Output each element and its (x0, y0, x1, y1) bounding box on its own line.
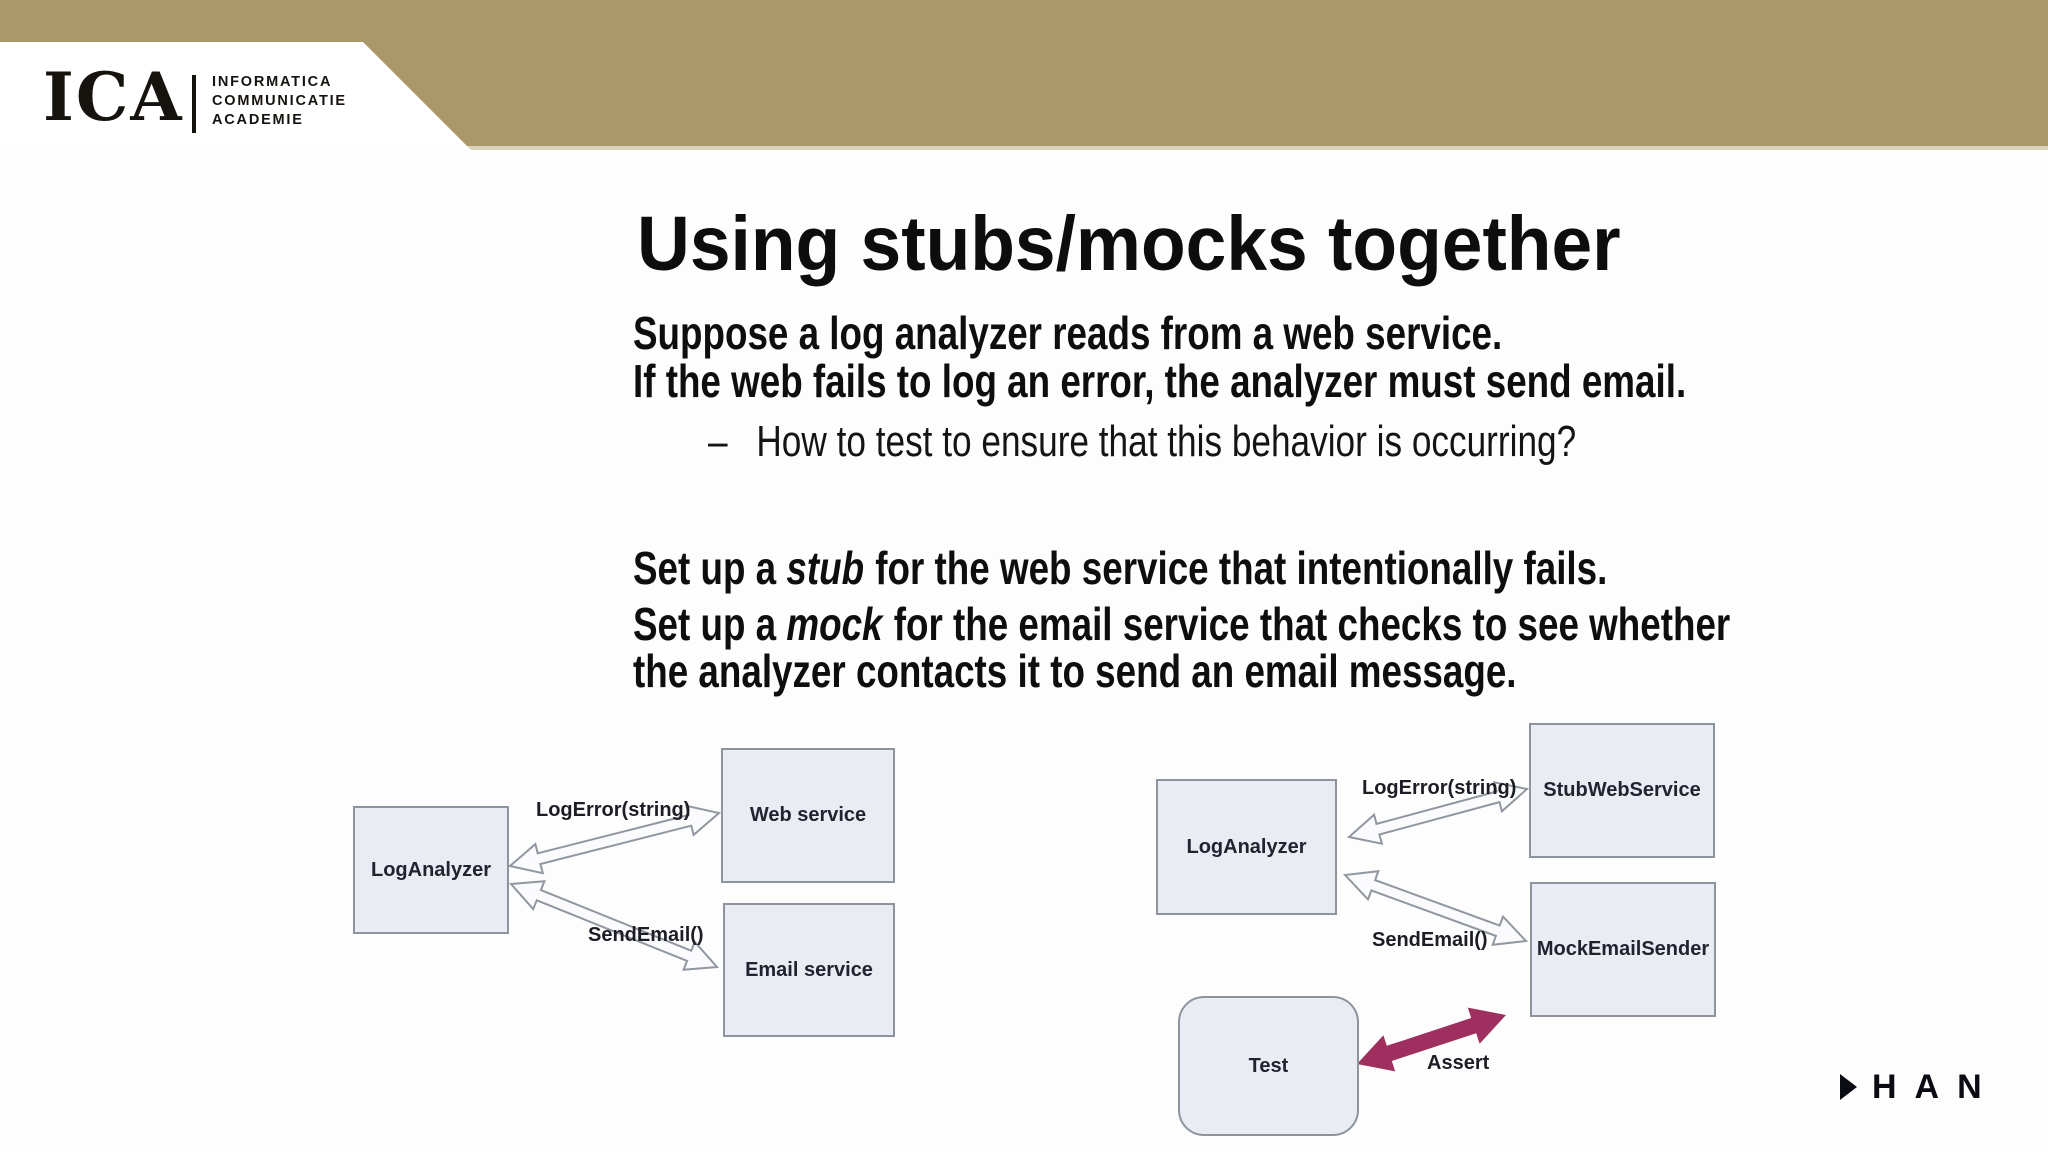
bullet-line: –How to test to ensure that this behavio… (708, 417, 1576, 467)
ica-logo-line3: ACADEMIE (212, 112, 304, 128)
intro-paragraph: Suppose a log analyzer reads from a web … (633, 309, 1686, 405)
right-loganalyzer-box: LogAnalyzer (1156, 779, 1337, 915)
bullet-dash: – (708, 417, 728, 466)
intro-line2: If the web fails to log an error, the an… (633, 355, 1687, 407)
mock-sentence-line2: the analyzer contacts it to send an emai… (633, 645, 1517, 697)
right-test-box: Test (1178, 996, 1359, 1136)
ica-logo-line2: COMMUNICATIE (212, 93, 347, 109)
header-banner-edge (0, 146, 2048, 150)
left-sendemail-label: SendEmail() (588, 924, 704, 946)
stub-sentence-pre: Set up a (633, 542, 777, 594)
left-logerror-label: LogError(string) (536, 799, 691, 821)
stub-sentence-post: for the web service that intentionally f… (875, 542, 1608, 594)
right-stubwebservice-box: StubWebService (1529, 723, 1715, 858)
ica-logo-divider (192, 75, 196, 133)
han-logo: HAN (1840, 1070, 2000, 1104)
mock-sentence-post1: for the email service that checks to see… (893, 598, 1731, 650)
left-loganalyzer-box: LogAnalyzer (353, 806, 509, 934)
ica-logo-line1: INFORMATICA (212, 74, 333, 90)
bullet-text: How to test to ensure that this behavior… (756, 417, 1577, 466)
mock-sentence-pre: Set up a (633, 598, 777, 650)
assert-label: Assert (1427, 1052, 1490, 1074)
left-webservice-box: Web service (721, 748, 895, 883)
right-logerror-label: LogError(string) (1362, 777, 1517, 799)
right-sendemail-label: SendEmail() (1372, 929, 1488, 951)
han-play-triangle-icon (1840, 1074, 1857, 1100)
mock-keyword: mock (786, 598, 883, 650)
stub-keyword: stub (786, 542, 865, 594)
left-emailservice-box: Email service (723, 903, 895, 1037)
page-title: Using stubs/mocks together (637, 201, 1621, 287)
ica-logo-acronym: ICA (43, 58, 184, 136)
right-mockemailsender-box: MockEmailSender (1530, 882, 1716, 1017)
intro-line1: Suppose a log analyzer reads from a web … (633, 307, 1503, 359)
ica-logo-text: INFORMATICA COMMUNICATIE ACADEMIE (212, 73, 347, 130)
han-logo-text: HAN (1872, 1068, 2000, 1106)
